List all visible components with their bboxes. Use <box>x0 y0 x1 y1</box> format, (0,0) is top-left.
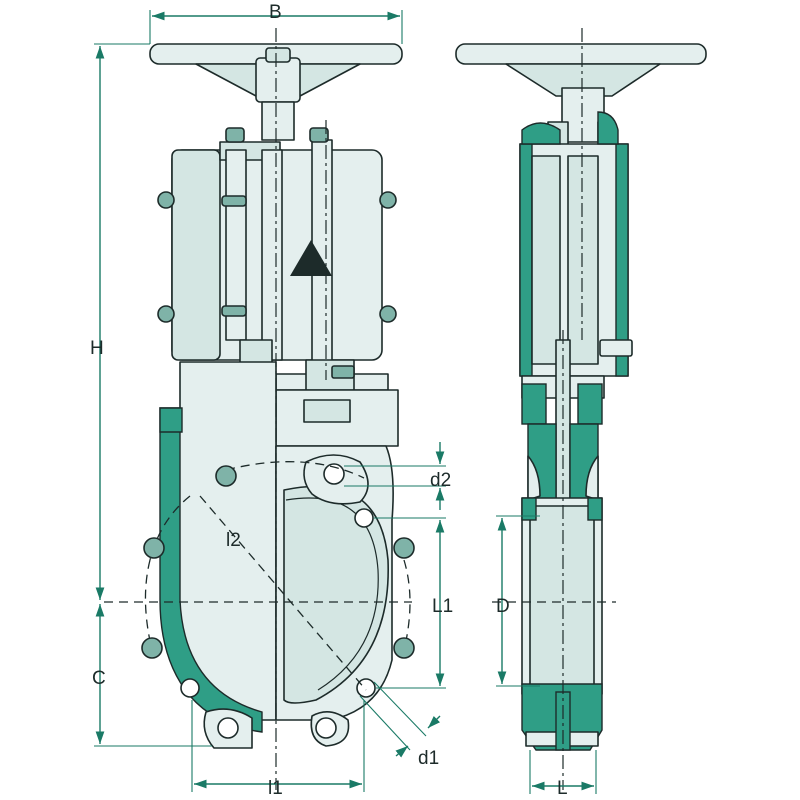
flange-hole-d1 <box>356 678 376 698</box>
gland-front <box>275 359 399 447</box>
bolt-circle-front <box>141 461 415 659</box>
label-L1: L1 <box>432 596 453 617</box>
flow-direction-arrow <box>290 240 332 276</box>
body-side <box>521 497 603 751</box>
label-l2: l2 <box>226 530 241 551</box>
yoke-side <box>519 111 633 377</box>
centerlines-front <box>104 28 412 790</box>
label-d1: d1 <box>418 748 439 769</box>
body-exterior-right <box>180 445 394 749</box>
centerlines-side <box>492 28 616 790</box>
flange-hole-d2 <box>323 463 345 485</box>
flange-bolt <box>215 465 237 487</box>
label-H: H <box>90 338 104 359</box>
label-C: C <box>92 668 106 689</box>
label-D: D <box>496 596 510 617</box>
label-B: B <box>269 2 282 23</box>
yoke-housing-front <box>157 127 397 373</box>
front-view: B H C l1 l2 d1 d2 L1 <box>90 2 453 799</box>
side-view: D L <box>455 28 707 799</box>
handwheel-front <box>149 43 403 141</box>
dimension-lines-front <box>94 10 446 792</box>
body-section-left <box>159 361 277 733</box>
label-d2: d2 <box>430 470 451 491</box>
label-L: L <box>557 778 568 799</box>
label-l1: l1 <box>268 778 283 799</box>
handwheel-side <box>455 43 707 153</box>
dimension-lines-side <box>496 515 597 794</box>
